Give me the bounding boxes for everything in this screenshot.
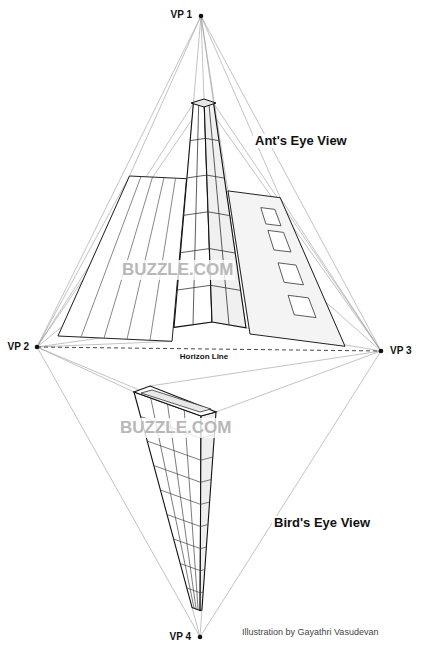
floor-lines (177, 102, 240, 324)
vanishing-point-label: VP 3 (388, 345, 414, 357)
watermark: BUZZLE.COM (120, 260, 235, 280)
view-title: Bird's Eye View (272, 516, 372, 531)
vanishing-point (35, 345, 40, 350)
window (261, 208, 281, 226)
roof (134, 386, 216, 416)
vanishing-point-label: VP 2 (6, 341, 32, 353)
vanishing-point-label: VP 4 (168, 631, 194, 643)
vanishing-point-label: VP 1 (169, 9, 195, 21)
vanishing-point (379, 349, 384, 354)
wall-lines (81, 177, 176, 341)
building-face (58, 176, 187, 341)
watermark: BUZZLE.COM (118, 418, 233, 438)
construction-lines (37, 16, 381, 637)
window (278, 263, 304, 285)
vanishing-point (199, 14, 204, 19)
window (288, 295, 316, 317)
vanishing-point (198, 635, 203, 640)
horizon-line (37, 347, 381, 351)
building-face (200, 412, 216, 611)
view-title: Ant's Eye View (253, 134, 349, 149)
roof-rim (141, 390, 211, 412)
window (268, 230, 291, 252)
credit-note: Illustration by Gayathri Vasudevan (240, 627, 380, 637)
horizon-label: Horizon Line (178, 352, 230, 361)
tower-cap (191, 99, 216, 107)
